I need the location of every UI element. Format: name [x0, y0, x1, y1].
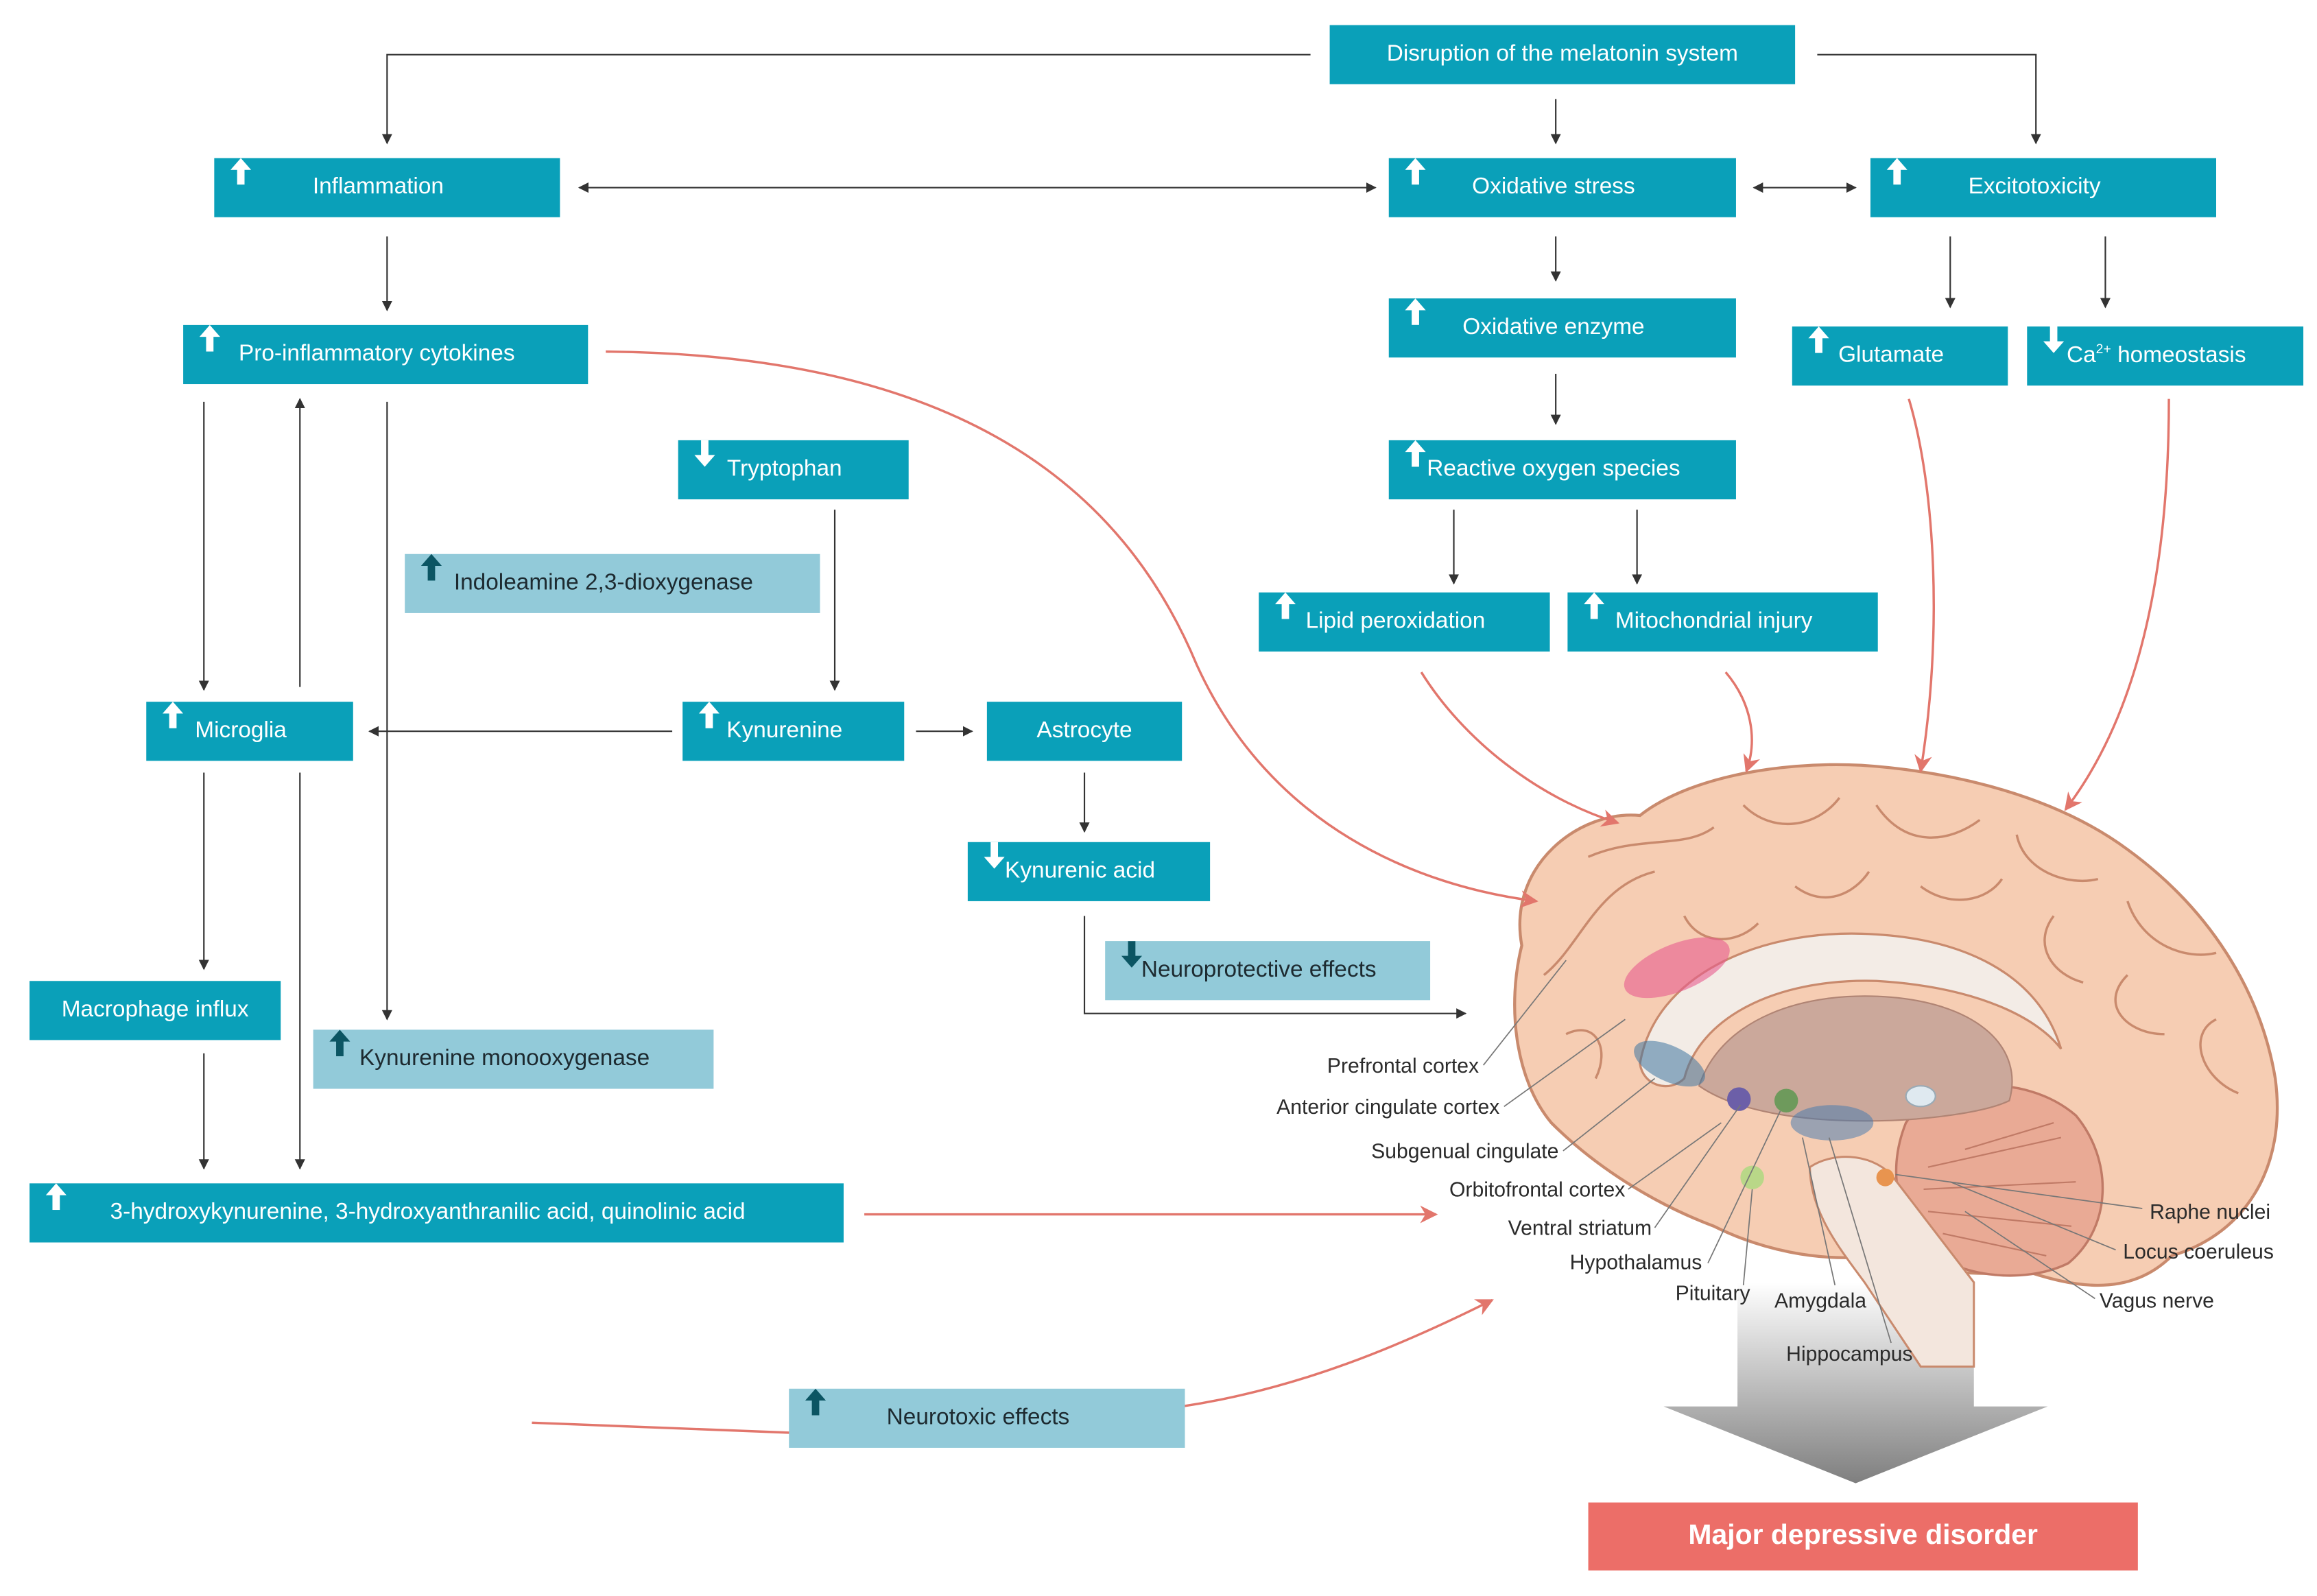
label-hippocampus: Hippocampus	[1786, 1341, 1913, 1366]
black-connectors	[198, 53, 2111, 1170]
box-label: Neuroprotective effects	[1141, 957, 1377, 983]
box-label: Oxidative stress	[1472, 174, 1635, 200]
downward-arrow	[1663, 1282, 2048, 1484]
box-label: Astrocyte	[1036, 717, 1132, 743]
label-pituitary: Pituitary	[1675, 1281, 1750, 1305]
up-arrow-icon	[805, 1388, 827, 1416]
up-arrow-icon	[329, 1029, 350, 1057]
up-arrow-icon	[698, 702, 720, 728]
box-tryptophan: Tryptophan	[678, 440, 909, 500]
label-raphe-nuclei: Raphe nuclei	[2150, 1200, 2271, 1224]
up-arrow-icon	[45, 1183, 67, 1211]
up-arrow-icon	[1405, 298, 1426, 325]
up-arrow-icon	[420, 553, 442, 581]
box-kynurenic-acid: Kynurenic acid	[967, 842, 1211, 901]
box-kynurenine: Kynurenine	[682, 702, 905, 761]
box-label: Tryptophan	[726, 456, 842, 482]
label-anterior-cingulate: Anterior cingulate cortex	[1276, 1095, 1500, 1119]
ca-text: homeostasis	[2117, 343, 2246, 369]
box-label: Oxidative enzyme	[1462, 314, 1645, 340]
down-arrow-icon	[694, 440, 715, 467]
box-pro-inflammatory-cytokines: Pro-inflammatory cytokines	[183, 324, 589, 385]
label-hypothalamus: Hypothalamus	[1569, 1250, 1702, 1274]
box-microglia: Microglia	[146, 702, 353, 761]
label-prefrontal-cortex: Prefrontal cortex	[1327, 1053, 1480, 1077]
box-label: Excitotoxicity	[1968, 174, 2101, 200]
label-leaders	[1482, 960, 2143, 1344]
box-label: Macrophage influx	[61, 997, 249, 1023]
box-label: Lipid peroxidation	[1305, 608, 1486, 634]
box-inflammation: Inflammation	[214, 158, 560, 217]
box-macrophage-influx: Macrophage influx	[29, 981, 281, 1040]
box-label: Inflammation	[312, 174, 444, 200]
box-label: Pro-inflammatory cytokines	[238, 341, 515, 367]
box-label: Reactive oxygen species	[1427, 456, 1680, 482]
box-excitotoxicity: Excitotoxicity	[1870, 158, 2216, 217]
box-oxidative-stress: Oxidative stress	[1388, 158, 1736, 217]
box-lipid-peroxidation: Lipid peroxidation	[1259, 592, 1550, 652]
box-mitochondrial-injury: Mitochondrial injury	[1567, 592, 1878, 652]
ca-charge: 2+	[2095, 342, 2111, 357]
box-reactive-oxygen-species: Reactive oxygen species	[1388, 440, 1736, 500]
label-amygdala: Amygdala	[1774, 1288, 1867, 1312]
box-label: Indoleamine 2,3-dioxygenase	[453, 570, 754, 596]
box-astrocyte: Astrocyte	[986, 702, 1183, 761]
up-arrow-icon	[230, 158, 252, 185]
box-indoleamine: Indoleamine 2,3-dioxygenase	[405, 553, 820, 613]
label-ventral-striatum: Ventral striatum	[1508, 1215, 1652, 1240]
box-neuroprotective-effects: Neuroprotective effects	[1105, 941, 1431, 1001]
box-oxidative-enzyme: Oxidative enzyme	[1388, 298, 1736, 358]
box-label: Kynurenic acid	[1005, 858, 1156, 884]
up-arrow-icon	[1808, 326, 1829, 353]
outcome-box: Major depressive disorder	[1588, 1502, 2138, 1571]
box-label: Mitochondrial injury	[1615, 608, 1813, 634]
up-arrow-icon	[199, 324, 220, 352]
label-subgenual-cingulate: Subgenual cingulate	[1371, 1139, 1559, 1163]
box-ca-homeostasis: Ca2+ homeostasis	[2027, 326, 2304, 386]
up-arrow-icon	[1405, 440, 1426, 467]
red-arrows	[532, 350, 2170, 1435]
box-label: Neurotoxic effects	[886, 1405, 1070, 1431]
up-arrow-icon	[162, 702, 184, 728]
down-arrow-icon	[984, 842, 1005, 869]
up-arrow-icon	[1405, 158, 1426, 185]
label-locus-coeruleus: Locus coeruleus	[2123, 1239, 2274, 1263]
label-vagus-nerve: Vagus nerve	[2099, 1288, 2214, 1312]
box-kynurenine-monooxygenase: Kynurenine monooxygenase	[313, 1029, 714, 1089]
box-disruption: Disruption of the melatonin system	[1329, 25, 1796, 84]
box-label: 3-hydroxykynurenine, 3-hydroxyanthranili…	[110, 1200, 746, 1225]
box-label: Kynurenine monooxygenase	[359, 1046, 650, 1071]
ca-symbol: Ca	[2066, 343, 2096, 369]
label-orbitofrontal-cortex: Orbitofrontal cortex	[1449, 1177, 1626, 1202]
box-neurotoxic-effects: Neurotoxic effects	[789, 1388, 1185, 1448]
box-label: Kynurenine	[726, 717, 843, 743]
down-arrow-icon	[1121, 941, 1143, 968]
box-label: Glutamate	[1838, 342, 1945, 368]
box-glutamate: Glutamate	[1792, 326, 2008, 386]
up-arrow-icon	[1274, 592, 1296, 619]
down-arrow-icon	[2043, 326, 2065, 353]
brain-illustration	[1513, 763, 2279, 1368]
up-arrow-icon	[1584, 592, 1605, 619]
box-label: Microglia	[195, 717, 287, 743]
box-label: Disruption of the melatonin system	[1386, 41, 1738, 67]
box-label: Ca2+ homeostasis	[2027, 342, 2303, 370]
box-metabolites: 3-hydroxykynurenine, 3-hydroxyanthranili…	[29, 1183, 844, 1243]
up-arrow-icon	[1886, 158, 1908, 185]
